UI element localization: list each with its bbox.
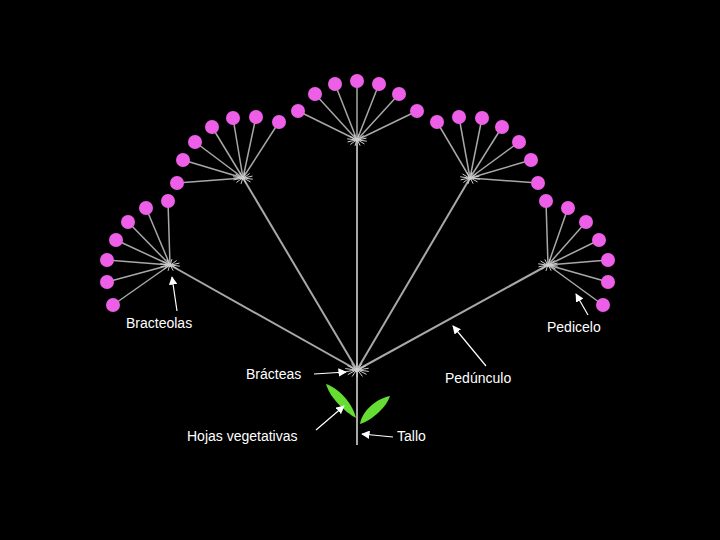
flower xyxy=(531,176,545,190)
stem xyxy=(356,370,358,445)
flower xyxy=(475,111,489,125)
pedicel xyxy=(146,208,170,265)
pedicel xyxy=(177,178,243,183)
leader-line xyxy=(362,434,393,437)
pedicel xyxy=(233,118,243,178)
flower xyxy=(392,87,406,101)
pedicel xyxy=(315,94,357,140)
flower xyxy=(170,176,184,190)
pedicel xyxy=(546,201,548,265)
bract xyxy=(168,263,179,266)
flower xyxy=(452,110,466,124)
flower xyxy=(410,104,424,118)
bract xyxy=(355,138,366,141)
bract xyxy=(468,176,479,179)
flower xyxy=(176,153,190,167)
pedicel xyxy=(128,222,170,265)
pedicel xyxy=(243,122,279,178)
leader-line xyxy=(314,372,346,374)
pedicel xyxy=(335,84,357,140)
flower xyxy=(601,253,615,267)
vegetative-leaf xyxy=(360,396,390,424)
leader-line xyxy=(453,326,486,366)
leader-line xyxy=(576,294,588,315)
flower xyxy=(100,253,114,267)
bract xyxy=(546,263,557,266)
vegetative-leaf xyxy=(326,384,356,418)
leaves xyxy=(326,384,390,424)
flower xyxy=(106,298,120,312)
leader-line xyxy=(172,277,177,311)
peduncle xyxy=(356,140,358,370)
pedicel xyxy=(459,117,470,178)
pedicel xyxy=(548,265,603,305)
pedicel xyxy=(298,111,357,140)
peduncle xyxy=(243,178,357,370)
flower xyxy=(372,77,386,91)
flower xyxy=(561,201,575,215)
pedicel xyxy=(195,142,243,178)
peduncle xyxy=(357,178,470,370)
peduncle xyxy=(170,265,357,370)
flower xyxy=(328,77,342,91)
flower xyxy=(350,74,364,88)
leader-line xyxy=(316,406,344,430)
flower xyxy=(109,233,123,247)
flower xyxy=(539,194,553,208)
flower xyxy=(272,115,286,129)
pedicel xyxy=(107,265,170,282)
peduncle xyxy=(357,265,548,370)
part-label: Hojas vegetativas xyxy=(187,428,298,445)
pedicel xyxy=(470,142,519,178)
flower xyxy=(188,135,202,149)
pedicel xyxy=(168,201,170,265)
flower xyxy=(205,120,219,134)
pedicel xyxy=(548,222,586,265)
pedicel xyxy=(470,160,531,178)
flower xyxy=(161,194,175,208)
flower xyxy=(139,201,153,215)
flower xyxy=(495,120,509,134)
flower xyxy=(524,153,538,167)
pedicel xyxy=(548,265,608,282)
flower xyxy=(308,87,322,101)
pedicel xyxy=(357,94,399,140)
leader-lines xyxy=(172,277,588,437)
flower xyxy=(512,135,526,149)
bract xyxy=(355,368,369,370)
pedicel xyxy=(548,260,608,265)
part-label: Pedicelo xyxy=(547,319,601,336)
flower xyxy=(596,298,610,312)
part-label: Tallo xyxy=(397,428,426,445)
pedicel xyxy=(356,81,358,140)
pedicel xyxy=(113,265,170,305)
part-label: Pedúnculo xyxy=(445,370,511,387)
flower xyxy=(226,111,240,125)
stems xyxy=(100,74,615,445)
flower xyxy=(249,110,263,124)
flower xyxy=(592,233,606,247)
flower xyxy=(121,215,135,229)
flower xyxy=(430,115,444,129)
flower xyxy=(601,275,615,289)
pedicel xyxy=(357,111,417,140)
bract xyxy=(241,176,252,179)
part-label: Brácteas xyxy=(246,366,301,383)
pedicel xyxy=(470,178,538,183)
part-label: Bracteolas xyxy=(126,315,192,332)
flower xyxy=(100,275,114,289)
flower xyxy=(291,104,305,118)
flower xyxy=(579,215,593,229)
pedicel xyxy=(116,240,170,265)
